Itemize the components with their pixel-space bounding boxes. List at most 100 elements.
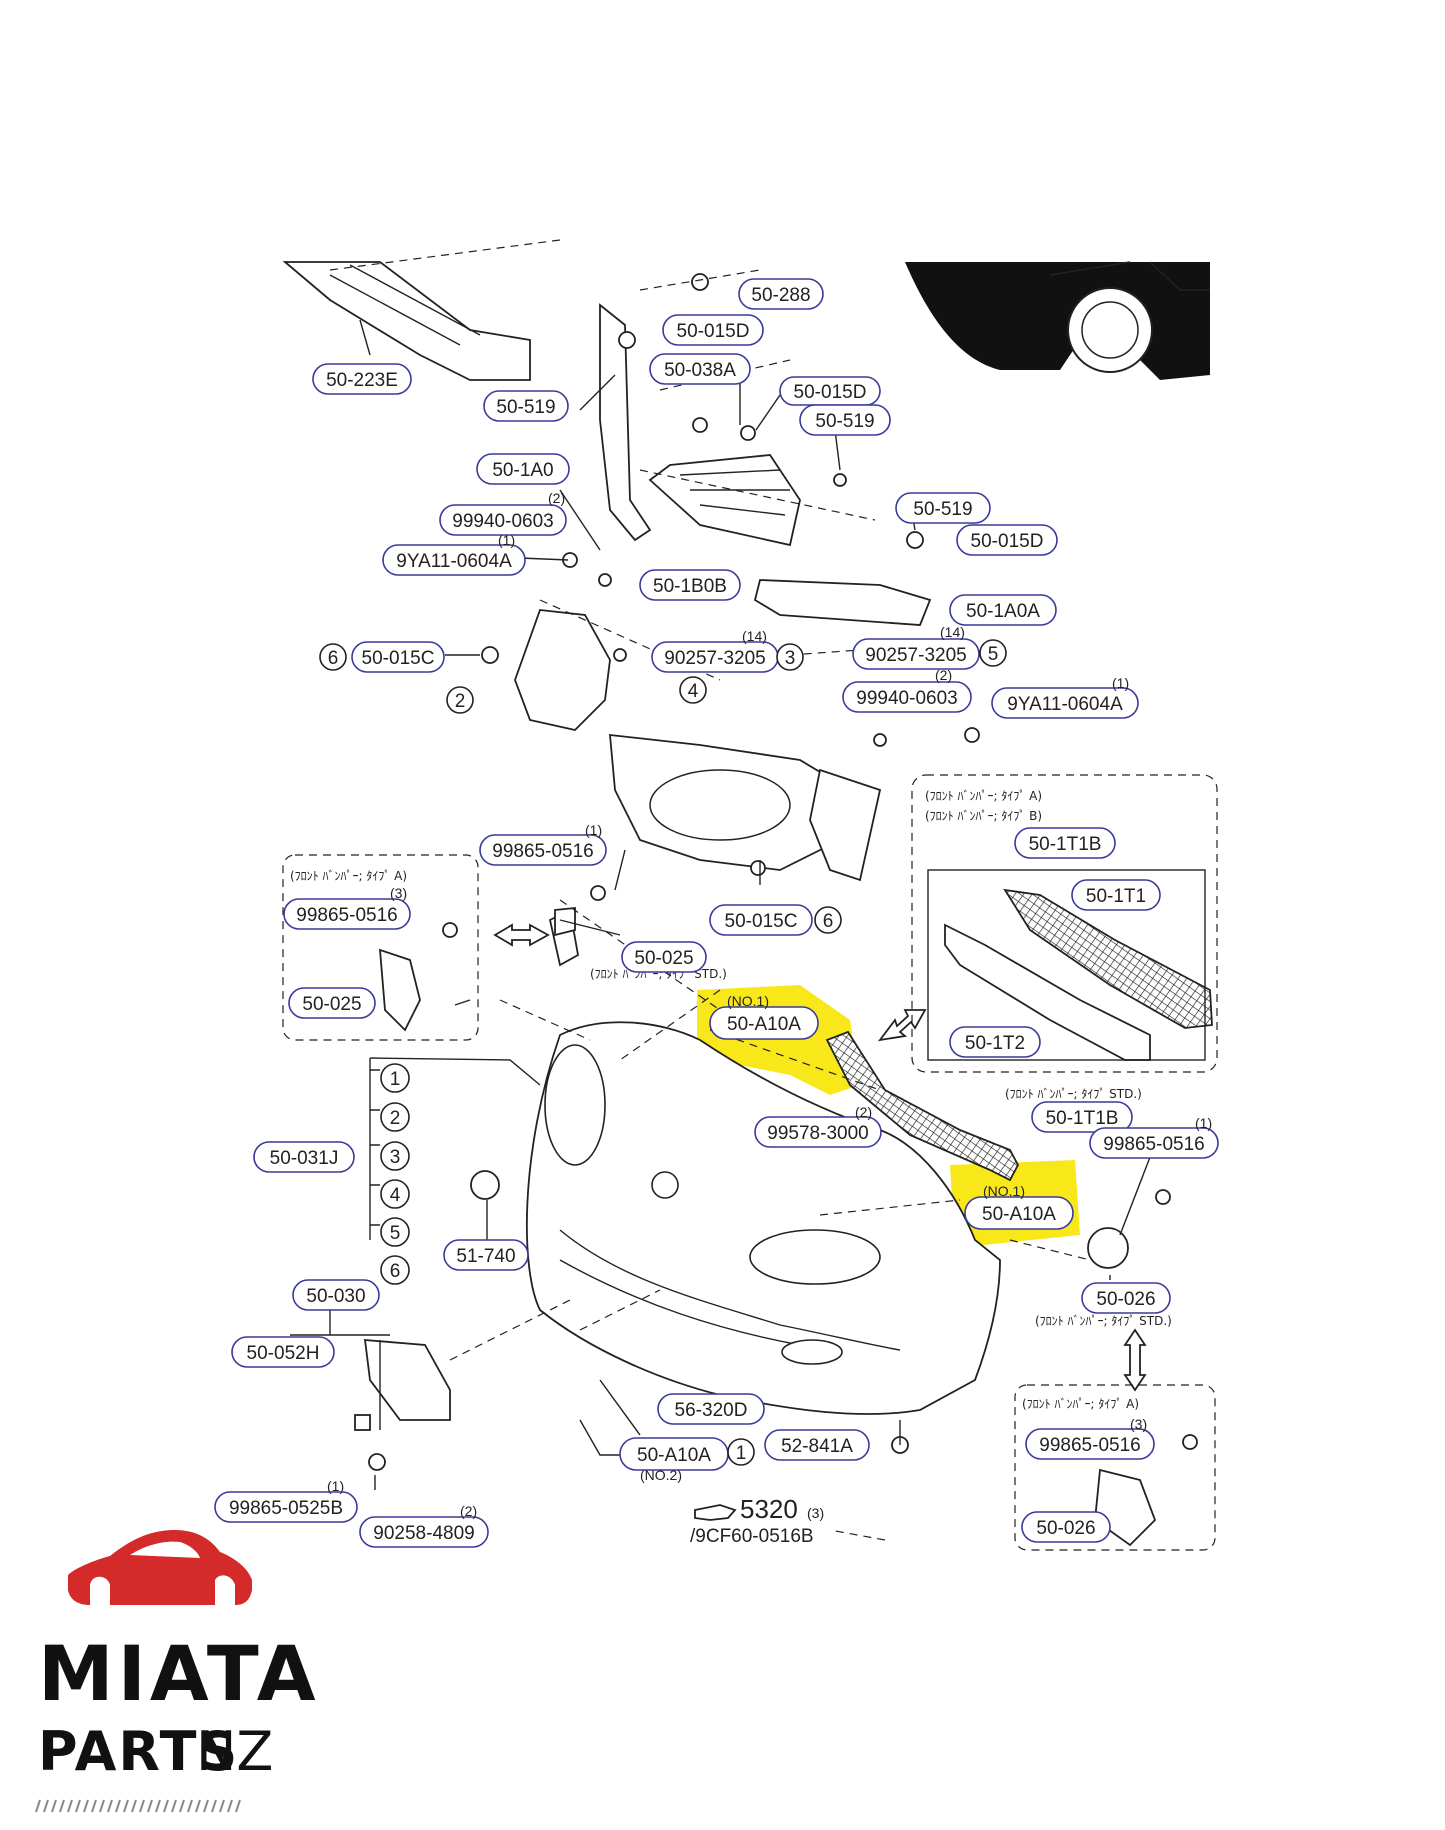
quantity: (3) — [807, 1505, 824, 1521]
part-label: 50-015D — [956, 524, 1058, 556]
part-label: 50-052H — [231, 1336, 335, 1368]
svg-text:50-025: 50-025 — [634, 948, 693, 969]
bumper-cover — [470, 1021, 1001, 1415]
svg-text:2: 2 — [455, 691, 466, 712]
part-label: 50-1T1 — [1071, 879, 1161, 911]
svg-text:50-031J: 50-031J — [270, 1148, 339, 1169]
part-label: 50-A10A — [709, 1006, 819, 1040]
part-label: 50-031J — [253, 1141, 355, 1173]
part-label: 50-A10A — [619, 1437, 729, 1471]
part-label: 99865-0516 — [1089, 1127, 1219, 1159]
svg-text:99865-0516: 99865-0516 — [296, 905, 397, 926]
svg-text:5320: 5320 — [740, 1494, 798, 1524]
upper-parts — [282, 261, 932, 882]
svg-text:50-026: 50-026 — [1036, 1518, 1095, 1539]
part-label: 99865-0525B — [214, 1491, 358, 1523]
svg-text:3: 3 — [390, 1147, 401, 1168]
svg-text:3: 3 — [785, 648, 796, 669]
ref-circle: 5 — [979, 639, 1007, 667]
part-label: 50-026 — [1081, 1282, 1171, 1314]
svg-text:4: 4 — [688, 681, 699, 702]
quantity: (1) — [1112, 675, 1129, 691]
svg-text:50-A10A: 50-A10A — [637, 1445, 711, 1466]
part-label: 50-288 — [738, 278, 824, 310]
part-label: 50-1B0B — [639, 569, 741, 601]
part-label: 50-015C — [351, 641, 445, 673]
svg-text:50-288: 50-288 — [751, 285, 810, 306]
logo-line-2: PARTS — [38, 1720, 239, 1783]
ref-circle: 3 — [380, 1141, 410, 1171]
quantity: (2) — [460, 1503, 477, 1519]
svg-text:9YA11-0604A: 9YA11-0604A — [396, 551, 512, 572]
type-notes: (ﾌﾛﾝﾄ ﾊﾞﾝﾊﾟｰ; ﾀｲﾌﾟ A) (ﾌﾛﾝﾄ ﾊﾞﾝﾊﾟｰ; ﾀｲﾌﾟ… — [290, 789, 1172, 1411]
svg-text:5: 5 — [988, 644, 999, 665]
pointing-hand-icon — [694, 1504, 737, 1521]
part-label: 9YA11-0604A — [382, 544, 526, 576]
note-no1-top: (NO.1) — [727, 993, 769, 1009]
solid-leaders — [290, 319, 1153, 1490]
quantity: (1) — [585, 822, 602, 838]
part-label: 50-1T1B — [1031, 1101, 1133, 1133]
ref-circle: 6 — [814, 906, 842, 934]
note-std-1t1b: (ﾌﾛﾝﾄ ﾊﾞﾝﾊﾟｰ; ﾀｲﾌﾟ STD.) — [1005, 1087, 1142, 1101]
svg-text:50-1T1B: 50-1T1B — [1046, 1108, 1119, 1129]
note-type-a-left: (ﾌﾛﾝﾄ ﾊﾞﾝﾊﾟｰ; ﾀｲﾌﾟ A) — [290, 869, 407, 883]
svg-text:50-015C: 50-015C — [725, 911, 798, 932]
quantity: (1) — [327, 1478, 344, 1494]
svg-text:50-519: 50-519 — [913, 499, 972, 520]
part-label: 50-015D — [662, 314, 764, 346]
part-label: 99865-0516 — [479, 834, 607, 866]
ref-circle: 6 — [319, 643, 347, 671]
note-std-026: (ﾌﾛﾝﾄ ﾊﾞﾝﾊﾟｰ; ﾀｲﾌﾟ STD.) — [1035, 1314, 1172, 1328]
part-label: 50-025 — [288, 987, 376, 1019]
part-label: 99865-0516 — [1025, 1428, 1155, 1460]
svg-text:90257-3205: 90257-3205 — [664, 648, 765, 669]
svg-text:50-1T1B: 50-1T1B — [1029, 834, 1102, 855]
part-label: 50-026 — [1021, 1511, 1111, 1543]
quantity: (14) — [940, 624, 965, 640]
quantity: (1) — [498, 532, 515, 548]
svg-text:51-740: 51-740 — [456, 1246, 515, 1267]
ref-circle: 4 — [380, 1179, 410, 1209]
part-label: 50-025 — [621, 941, 707, 973]
note-type-a-bottom: (ﾌﾛﾝﾄ ﾊﾞﾝﾊﾟｰ; ﾀｲﾌﾟ A) — [1022, 1397, 1139, 1411]
logo-line-1: MIATA — [38, 1629, 320, 1718]
part-label: 99578-3000 — [754, 1116, 882, 1148]
part-label: 9YA11-0604A — [991, 687, 1139, 719]
car-thumbnail — [905, 261, 1210, 380]
svg-text:1: 1 — [736, 1443, 747, 1464]
quantity: (14) — [742, 628, 767, 644]
part-label: 51-740 — [443, 1239, 529, 1271]
svg-text:56-320D: 56-320D — [675, 1400, 748, 1421]
part-label: 50-1A0 — [476, 453, 570, 485]
svg-text:6: 6 — [328, 648, 339, 669]
part-label: 52-841A — [764, 1429, 870, 1461]
leader-lines — [329, 239, 1091, 1541]
part-label: 50-519 — [799, 404, 891, 436]
svg-text:50-015D: 50-015D — [794, 382, 867, 403]
ref-circle: 1 — [727, 1438, 755, 1466]
svg-text:50-519: 50-519 — [496, 397, 555, 418]
note-no1-mid: (NO.1) — [983, 1183, 1025, 1199]
svg-text:50-1A0A: 50-1A0A — [966, 601, 1040, 622]
part-label: 50-1T2 — [949, 1026, 1041, 1058]
ref-circle: 6 — [380, 1255, 410, 1285]
svg-text:50-A10A: 50-A10A — [982, 1204, 1056, 1225]
circled-refs: 6 3 5 2 4 6 1 1 2 3 4 5 6 — [319, 639, 1007, 1466]
ref-circle: 1 — [380, 1063, 410, 1093]
svg-text:52-841A: 52-841A — [781, 1436, 853, 1457]
svg-text:50-519: 50-519 — [815, 411, 874, 432]
svg-text:50-015D: 50-015D — [971, 531, 1044, 552]
svg-text:6: 6 — [823, 911, 834, 932]
logo-stripes — [35, 1799, 241, 1813]
quantity: (3) — [1130, 1416, 1147, 1432]
svg-text:1: 1 — [390, 1069, 401, 1090]
part-label: 50-1A0A — [949, 594, 1057, 626]
svg-text:99865-0516: 99865-0516 — [492, 841, 593, 862]
svg-text:50-030: 50-030 — [306, 1286, 365, 1307]
car-silhouette-icon — [68, 1530, 252, 1605]
svg-text:5: 5 — [390, 1223, 401, 1244]
svg-text:99940-0603: 99940-0603 — [452, 511, 553, 532]
part-label: 50-519 — [483, 390, 569, 422]
svg-text:/9CF60-0516B: /9CF60-0516B — [690, 1526, 814, 1547]
